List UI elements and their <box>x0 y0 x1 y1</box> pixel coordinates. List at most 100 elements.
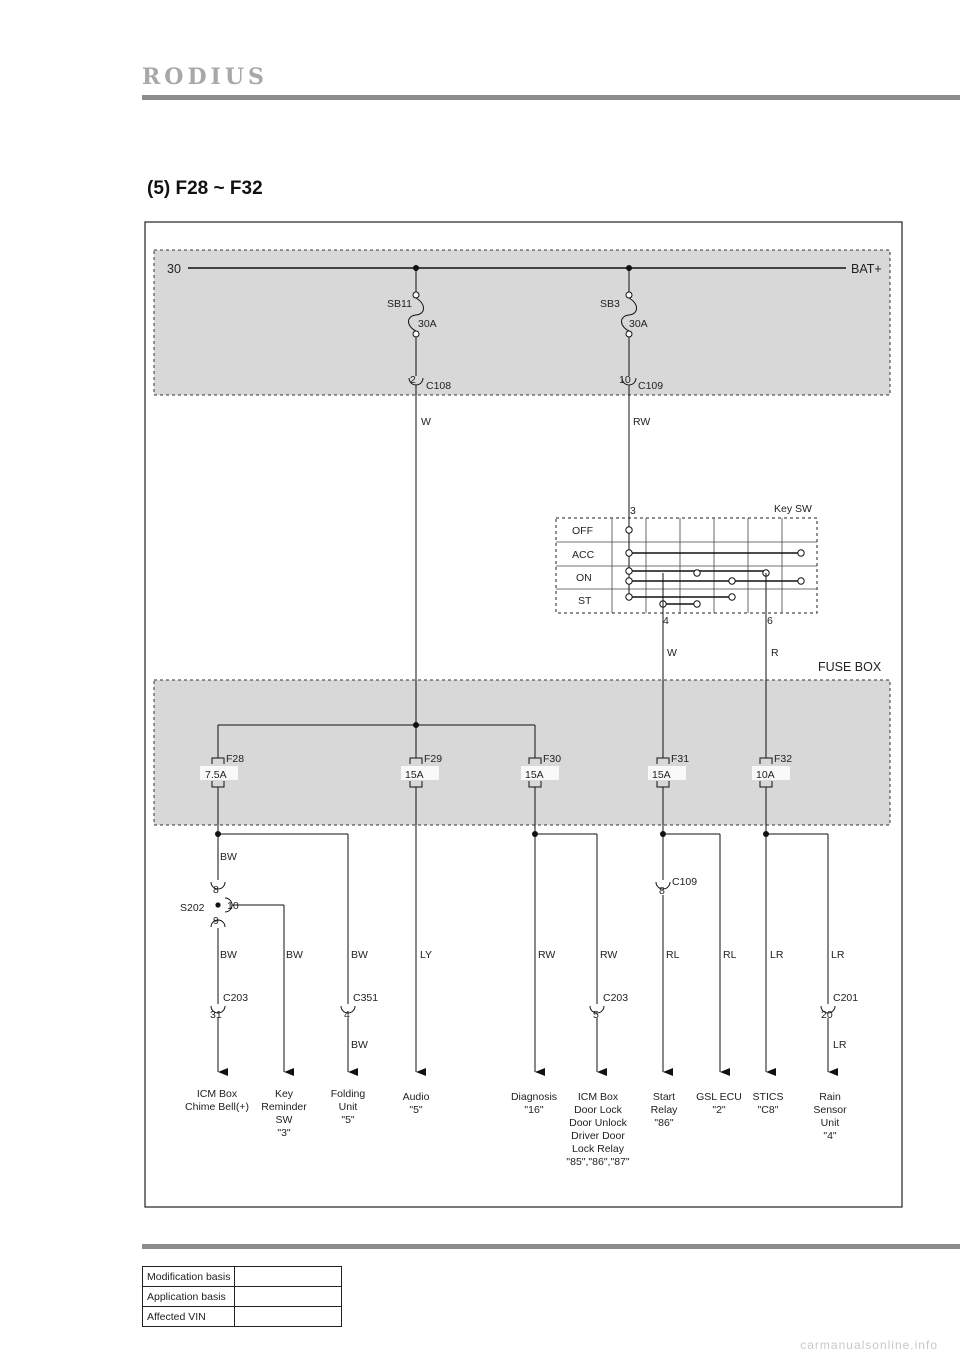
svg-text:31: 31 <box>210 1009 222 1021</box>
c108-label: C108 <box>426 380 451 392</box>
rail-30-label: 30 <box>167 262 181 276</box>
svg-text:"4": "4" <box>823 1130 837 1142</box>
svg-text:"2": "2" <box>712 1104 726 1116</box>
svg-text:RL: RL <box>723 949 737 961</box>
svg-text:8: 8 <box>213 884 219 896</box>
svg-text:LR: LR <box>833 1039 847 1051</box>
svg-text:8: 8 <box>659 885 665 897</box>
svg-text:10: 10 <box>227 900 239 912</box>
svg-text:Folding: Folding <box>331 1088 366 1100</box>
table-row: Modification basis <box>141 1266 342 1287</box>
svg-text:"5": "5" <box>341 1114 355 1126</box>
load-icm-chime-1: ICM Box <box>197 1088 238 1100</box>
sb3-label: SB3 <box>600 298 620 310</box>
load-labels: ICM Box Chime Bell(+) Key Reminder SW "3… <box>185 1088 847 1168</box>
svg-text:Diagnosis: Diagnosis <box>511 1091 557 1103</box>
affected-vin-label: Affected VIN <box>141 1306 236 1327</box>
svg-text:F31: F31 <box>671 753 689 765</box>
svg-text:"85","86","87": "85","86","87" <box>566 1156 630 1168</box>
svg-text:C351: C351 <box>353 992 378 1004</box>
svg-text:F29: F29 <box>424 753 442 765</box>
fuse-box-label: FUSE BOX <box>818 660 882 674</box>
key-pin-6: 6 <box>767 615 773 627</box>
svg-text:Lock Relay: Lock Relay <box>572 1143 625 1155</box>
application-basis-label: Application basis <box>141 1286 236 1307</box>
svg-text:RL: RL <box>666 949 680 961</box>
rail-bat-label: BAT+ <box>851 262 882 276</box>
svg-text:5: 5 <box>593 1009 599 1021</box>
svg-text:C203: C203 <box>223 992 248 1004</box>
wire-rw-top: RW <box>633 416 650 428</box>
svg-text:BW: BW <box>351 1039 368 1051</box>
diagram-frame <box>144 221 903 1208</box>
svg-text:STICS: STICS <box>753 1091 784 1103</box>
svg-text:Door Unlock: Door Unlock <box>569 1117 628 1129</box>
application-basis-value <box>234 1286 342 1307</box>
svg-text:"5": "5" <box>409 1104 423 1116</box>
wire-w-top: W <box>421 416 431 428</box>
fuse-f30: F30 15A <box>521 753 561 788</box>
svg-text:10A: 10A <box>756 769 775 781</box>
table-row: Affected VIN <box>141 1306 342 1327</box>
affected-vin-value <box>234 1306 342 1327</box>
bottom-divider <box>142 1244 960 1249</box>
svg-text:BW: BW <box>220 949 237 961</box>
key-pos-on: ON <box>576 572 592 584</box>
fuse-f31: F31 15A <box>648 753 689 788</box>
svg-text:S202: S202 <box>180 902 205 914</box>
svg-text:7.5A: 7.5A <box>205 769 227 781</box>
svg-text:Door Lock: Door Lock <box>574 1104 623 1116</box>
fuse-f28: F28 7.5A <box>200 753 244 788</box>
svg-text:LR: LR <box>770 949 784 961</box>
modification-table: Modification basis Application basis Aff… <box>141 1266 342 1327</box>
key-pos-st: ST <box>578 595 592 607</box>
c109-label-top: C109 <box>638 380 663 392</box>
key-pin-4: 4 <box>663 615 669 627</box>
svg-text:C201: C201 <box>833 992 858 1004</box>
svg-text:LR: LR <box>831 949 845 961</box>
svg-text:4: 4 <box>344 1009 350 1021</box>
svg-text:Relay: Relay <box>651 1104 679 1116</box>
wire-w-key: W <box>667 647 677 659</box>
svg-text:BW: BW <box>220 851 237 863</box>
c109-pin-top: 10 <box>619 374 631 386</box>
svg-text:C109: C109 <box>672 876 697 888</box>
brand-logo: RODIUS <box>142 64 268 90</box>
svg-text:RW: RW <box>600 949 617 961</box>
svg-text:Audio: Audio <box>403 1091 430 1103</box>
svg-text:9: 9 <box>213 915 219 927</box>
top-divider <box>142 95 960 100</box>
modification-basis-label: Modification basis <box>141 1266 236 1287</box>
svg-text:ICM Box: ICM Box <box>578 1091 619 1103</box>
fuse-f32: F32 10A <box>752 753 792 788</box>
modification-basis-value <box>234 1266 342 1287</box>
svg-text:BW: BW <box>351 949 368 961</box>
wire-r-key: R <box>771 647 779 659</box>
fuse-box-area <box>153 679 891 826</box>
key-pos-off: OFF <box>572 525 593 537</box>
svg-text:SW: SW <box>276 1114 293 1126</box>
table-row: Application basis <box>141 1286 342 1307</box>
svg-text:Sensor: Sensor <box>813 1104 847 1116</box>
svg-text:Key: Key <box>275 1088 294 1100</box>
sb11-label: SB11 <box>387 298 412 310</box>
splice-s202: 8 S202 10 9 <box>180 881 284 928</box>
fuse-sb11: SB11 30A 2 C108 W <box>387 268 451 428</box>
svg-text:20: 20 <box>821 1009 833 1021</box>
sb3-rating: 30A <box>629 318 648 330</box>
svg-text:GSL ECU: GSL ECU <box>696 1091 742 1103</box>
sb11-rating: 30A <box>418 318 437 330</box>
svg-text:15A: 15A <box>525 769 544 781</box>
battery-box-area <box>153 249 891 396</box>
key-pin-3: 3 <box>630 505 636 517</box>
svg-text:F32: F32 <box>774 753 792 765</box>
fuse-sb3: SB3 30A 10 C109 RW <box>600 268 663 428</box>
svg-text:15A: 15A <box>405 769 424 781</box>
svg-text:BW: BW <box>286 949 303 961</box>
svg-text:"C8": "C8" <box>758 1104 779 1116</box>
svg-text:"86": "86" <box>654 1117 673 1129</box>
svg-text:Unit: Unit <box>821 1117 840 1129</box>
svg-text:15A: 15A <box>652 769 671 781</box>
